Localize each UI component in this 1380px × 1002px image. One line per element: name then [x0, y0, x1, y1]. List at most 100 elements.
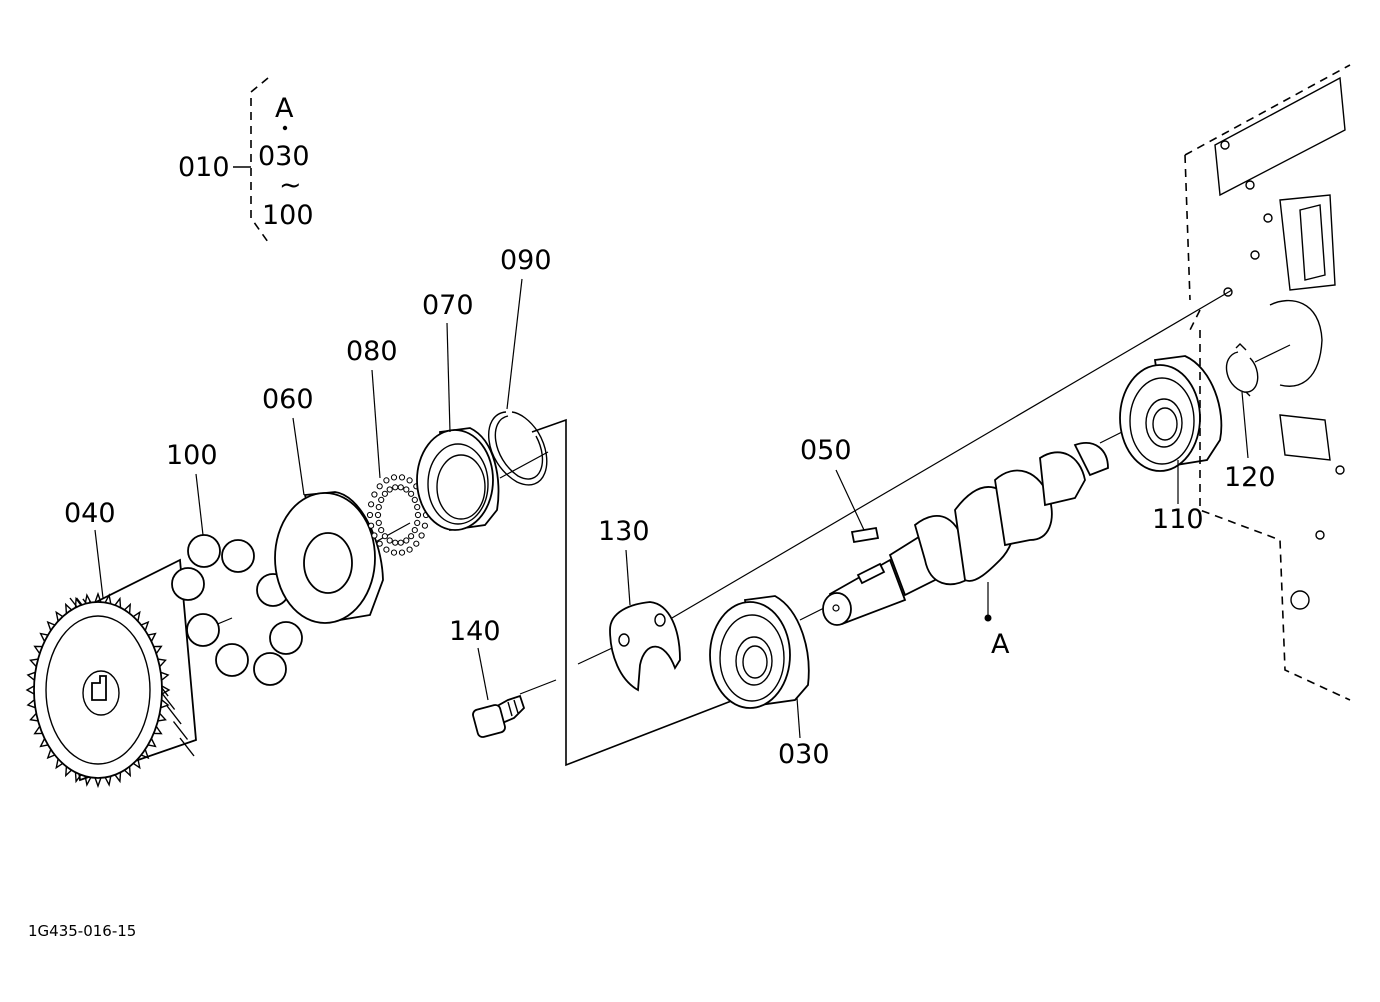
- label-140: 140: [449, 616, 501, 647]
- retainer-ball: [406, 546, 413, 553]
- gear-tooth: [153, 726, 163, 735]
- label-090: 090: [500, 245, 552, 276]
- part-labels: 040 100 060 080 070 090 050 130 140 030 …: [64, 245, 1276, 770]
- bearing-030: [709, 595, 810, 709]
- bolt-140: [472, 694, 526, 738]
- gear-tooth: [46, 749, 56, 760]
- label-110: 110: [1152, 504, 1204, 535]
- gear-tooth: [94, 777, 102, 789]
- stopper-130: [609, 601, 681, 692]
- gear-tooth: [26, 699, 36, 709]
- gear-tooth: [147, 632, 157, 642]
- group-dot-marker: [282, 125, 288, 131]
- gear-tooth: [140, 620, 150, 631]
- group-range-mark: ~: [279, 170, 302, 201]
- gear-tooth: [84, 776, 92, 787]
- retainer-ball: [386, 486, 393, 493]
- gear-tooth: [104, 593, 112, 604]
- retainer-ball: [392, 484, 399, 491]
- gear-helical-tooth: [160, 691, 176, 710]
- retainer-ball: [383, 477, 390, 484]
- gear-helical-tooth: [166, 705, 182, 725]
- retainer-ball: [398, 549, 406, 556]
- retainer-ball: [414, 511, 422, 519]
- gear-040: [25, 558, 197, 789]
- retainer-ball: [403, 537, 410, 544]
- label-060: 060: [262, 384, 314, 415]
- gear-tooth: [104, 776, 112, 787]
- retainer-ball: [374, 511, 382, 519]
- retainer-ball: [371, 532, 378, 539]
- gear-tooth: [132, 610, 141, 622]
- retainer-ball: [375, 519, 382, 527]
- retainer-ball: [378, 527, 385, 534]
- group-member-100-label: 100: [262, 200, 314, 231]
- retainer-ball: [378, 496, 385, 503]
- gear-tooth: [114, 772, 122, 784]
- gear-tooth: [55, 610, 64, 622]
- drawing-id: 1G435-016-15: [28, 922, 136, 940]
- gear-tooth: [132, 758, 141, 770]
- group-member-a-label: A: [275, 93, 294, 124]
- label-050: 050: [800, 435, 852, 466]
- gear-tooth: [140, 749, 150, 760]
- gear-tooth: [33, 645, 43, 654]
- gear-tooth: [55, 758, 64, 770]
- snap-ring-090: [488, 411, 548, 486]
- retainer-ball: [371, 491, 378, 498]
- gear-tooth: [39, 738, 49, 748]
- circlip-120: [1225, 343, 1259, 397]
- retainer-ball: [414, 504, 421, 511]
- cover-070: [416, 427, 500, 532]
- retainer-ball: [413, 540, 420, 547]
- retainer-ball: [390, 474, 398, 481]
- retainer-ball: [397, 539, 404, 546]
- group-member-030-label: 030: [258, 141, 310, 172]
- retainer-ball: [403, 486, 410, 493]
- gear-tooth: [84, 593, 92, 604]
- washer-060: [274, 491, 384, 624]
- retainer-ball: [376, 540, 383, 547]
- retainer-ball: [376, 483, 383, 490]
- retainer-ball: [397, 484, 404, 491]
- engine-housing: [1184, 64, 1351, 701]
- ball-retainer-080: [366, 474, 430, 556]
- retainer-ball: [408, 490, 415, 497]
- gear-tooth: [64, 602, 72, 614]
- retainer-ball: [381, 533, 388, 540]
- retainer-ball: [408, 533, 415, 540]
- gear-tooth: [64, 766, 72, 778]
- gear-tooth: [157, 658, 167, 668]
- gear-tooth: [25, 685, 35, 695]
- gear-tooth: [124, 766, 132, 778]
- label-040: 040: [64, 498, 116, 529]
- retainer-ball: [392, 539, 399, 546]
- gear-tooth: [114, 596, 122, 608]
- gear-tooth: [74, 596, 82, 608]
- retainer-ball: [366, 511, 374, 519]
- label-070: 070: [422, 290, 474, 321]
- retainer-ball: [411, 527, 418, 534]
- retainer-ball: [381, 490, 388, 497]
- assembly-group-legend: 010 A 030 ~ 100: [178, 77, 314, 243]
- retainer-ball: [398, 474, 406, 481]
- gear-tooth: [161, 685, 171, 695]
- retainer-ball: [411, 496, 418, 503]
- camshaft-assembly: A: [822, 442, 1109, 660]
- label-120: 120: [1224, 462, 1276, 493]
- gear-tooth: [26, 671, 36, 681]
- gear-tooth: [147, 738, 157, 748]
- gear-tooth: [29, 712, 39, 722]
- label-100: 100: [166, 440, 218, 471]
- group-parent-label: 010: [178, 152, 230, 183]
- retainer-ball: [390, 549, 398, 556]
- gear-tooth: [160, 699, 170, 709]
- gear-tooth: [157, 712, 167, 722]
- gear-tooth: [153, 645, 163, 654]
- retainer-ball: [406, 477, 413, 484]
- bearing-110: [1119, 355, 1223, 472]
- retainer-ball: [421, 522, 428, 529]
- retainer-ball: [368, 501, 375, 508]
- retainer-ball: [368, 522, 375, 529]
